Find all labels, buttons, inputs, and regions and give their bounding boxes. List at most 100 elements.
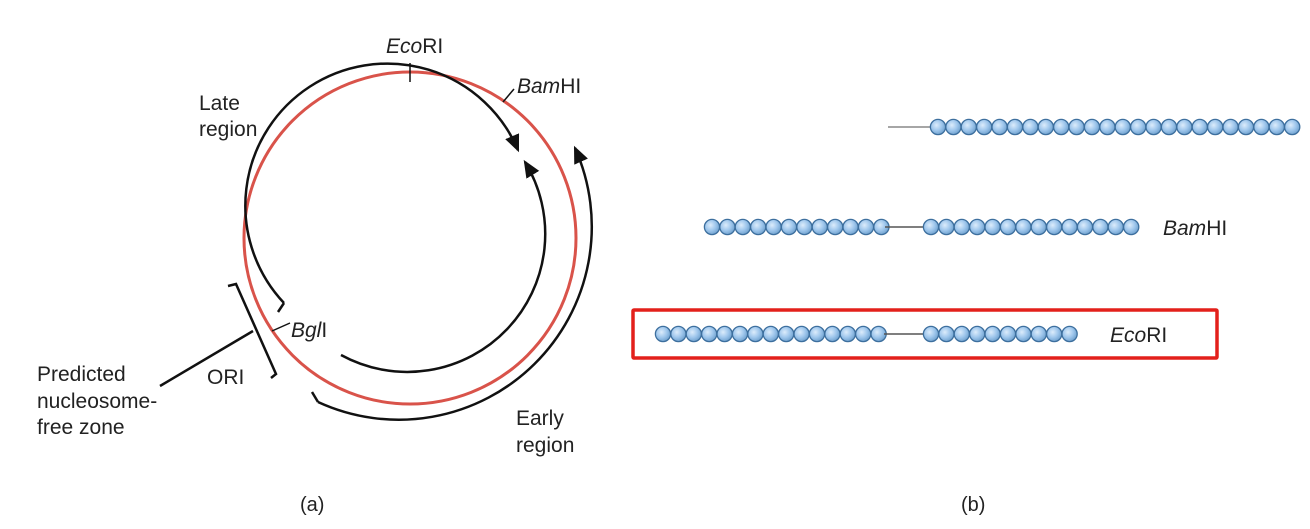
nucleosome bbox=[811, 218, 829, 236]
late-region-label-line1: Late bbox=[199, 92, 240, 115]
nucleosome bbox=[922, 218, 940, 236]
nucleosome bbox=[1030, 325, 1048, 343]
early-region-label-line1: Early bbox=[516, 407, 564, 430]
nucleosome-array-left bbox=[703, 218, 890, 236]
bgli-tick bbox=[271, 322, 291, 332]
early-transcript-arc-outer bbox=[317, 145, 594, 421]
nucleosome bbox=[1022, 118, 1039, 136]
nucleosome bbox=[953, 218, 971, 236]
bamhi-label: BamHI bbox=[517, 75, 581, 98]
nucleosome bbox=[1268, 118, 1286, 136]
nucleosome bbox=[984, 325, 1001, 343]
early-region-label-line2: region bbox=[516, 434, 574, 457]
nucleosome bbox=[670, 325, 687, 343]
nucleosome bbox=[1206, 118, 1224, 136]
nucleosome bbox=[984, 218, 1001, 236]
nucleosome-array-right bbox=[922, 218, 1140, 236]
nucleosome bbox=[1068, 118, 1085, 136]
nucleosome bbox=[1045, 325, 1063, 343]
nucleosome bbox=[922, 325, 940, 343]
nucleosome bbox=[1037, 118, 1055, 136]
nucleosome bbox=[857, 218, 875, 236]
nucleosome bbox=[839, 325, 857, 343]
nucleosome bbox=[945, 118, 962, 136]
nucleosome bbox=[749, 218, 767, 236]
ori-bracket bbox=[227, 282, 278, 379]
panel-b: BamHI EcoRI (b) bbox=[631, 118, 1301, 516]
nucleosome bbox=[765, 218, 782, 236]
caption-b: (b) bbox=[961, 494, 985, 516]
nucleosome bbox=[975, 118, 993, 136]
nucleosome bbox=[780, 218, 798, 236]
row-uncut bbox=[888, 118, 1301, 136]
nucleosome-free-label-line1: Predicted bbox=[37, 363, 126, 386]
nucleosome-free-pointer bbox=[159, 329, 254, 388]
early-transcript-arc-inner bbox=[340, 159, 547, 374]
nucleosome bbox=[777, 325, 795, 343]
nucleosome bbox=[1160, 118, 1178, 136]
nucleosome-array bbox=[929, 118, 1301, 136]
caption-a: (a) bbox=[300, 494, 324, 516]
nucleosome bbox=[793, 325, 810, 343]
nucleosome bbox=[1107, 218, 1125, 236]
nucleosome bbox=[796, 218, 813, 236]
nucleosome bbox=[1114, 118, 1132, 136]
nucleosome bbox=[654, 325, 672, 343]
nucleosome-array-right bbox=[922, 325, 1078, 343]
nucleosome bbox=[1253, 118, 1270, 136]
nucleosome bbox=[1052, 118, 1070, 136]
nucleosome bbox=[700, 325, 718, 343]
nucleosome bbox=[824, 325, 841, 343]
ecori-label: EcoRI bbox=[386, 35, 443, 58]
nucleosome bbox=[953, 325, 971, 343]
nucleosome bbox=[731, 325, 749, 343]
nucleosome bbox=[826, 218, 844, 236]
nucleosome bbox=[999, 218, 1017, 236]
nucleosome bbox=[808, 325, 826, 343]
nucleosome-free-label-line3: free zone bbox=[37, 416, 125, 439]
nucleosome bbox=[762, 325, 780, 343]
nucleosome-array-left bbox=[654, 325, 887, 343]
nucleosome bbox=[1222, 118, 1239, 136]
nucleosome bbox=[1283, 118, 1301, 136]
ecori-row-label: EcoRI bbox=[1110, 324, 1167, 347]
nucleosome bbox=[1191, 118, 1209, 136]
nucleosome bbox=[685, 325, 703, 343]
bamhi-tick bbox=[502, 88, 515, 103]
nucleosome bbox=[938, 325, 955, 343]
late-region-label-line2: region bbox=[199, 118, 257, 141]
nucleosome bbox=[1176, 118, 1193, 136]
nucleosome bbox=[734, 218, 752, 236]
nucleosome bbox=[1015, 218, 1032, 236]
nucleosome bbox=[1237, 118, 1255, 136]
nucleosome bbox=[1030, 218, 1048, 236]
nucleosome bbox=[1061, 218, 1078, 236]
nucleosome bbox=[1092, 218, 1109, 236]
nucleosome bbox=[870, 325, 887, 343]
late-transcript-arc bbox=[244, 62, 520, 304]
nucleosome bbox=[929, 118, 947, 136]
nucleosome bbox=[1145, 118, 1162, 136]
row-ecori: EcoRI bbox=[631, 308, 1219, 360]
early-bracket-tick bbox=[310, 391, 320, 403]
nucleosome bbox=[1083, 118, 1101, 136]
late-transcript-start-tick bbox=[276, 302, 286, 313]
highlight-box bbox=[631, 308, 1219, 360]
nucleosome bbox=[1015, 325, 1032, 343]
nucleosome bbox=[719, 218, 736, 236]
nucleosome bbox=[960, 118, 978, 136]
nucleosome bbox=[991, 118, 1008, 136]
nucleosome bbox=[1099, 118, 1116, 136]
nucleosome bbox=[1122, 218, 1140, 236]
nucleosome bbox=[1076, 218, 1094, 236]
row-bamhi: BamHI bbox=[703, 217, 1227, 240]
panel-a: EcoRI BamHI BglI Late region Early regio… bbox=[37, 35, 594, 516]
nucleosome bbox=[842, 218, 859, 236]
nucleosome bbox=[854, 325, 872, 343]
nucleosome bbox=[968, 325, 986, 343]
bgli-label: BglI bbox=[291, 319, 327, 342]
nucleosome bbox=[938, 218, 955, 236]
nucleosome bbox=[1045, 218, 1063, 236]
nucleosome bbox=[747, 325, 764, 343]
